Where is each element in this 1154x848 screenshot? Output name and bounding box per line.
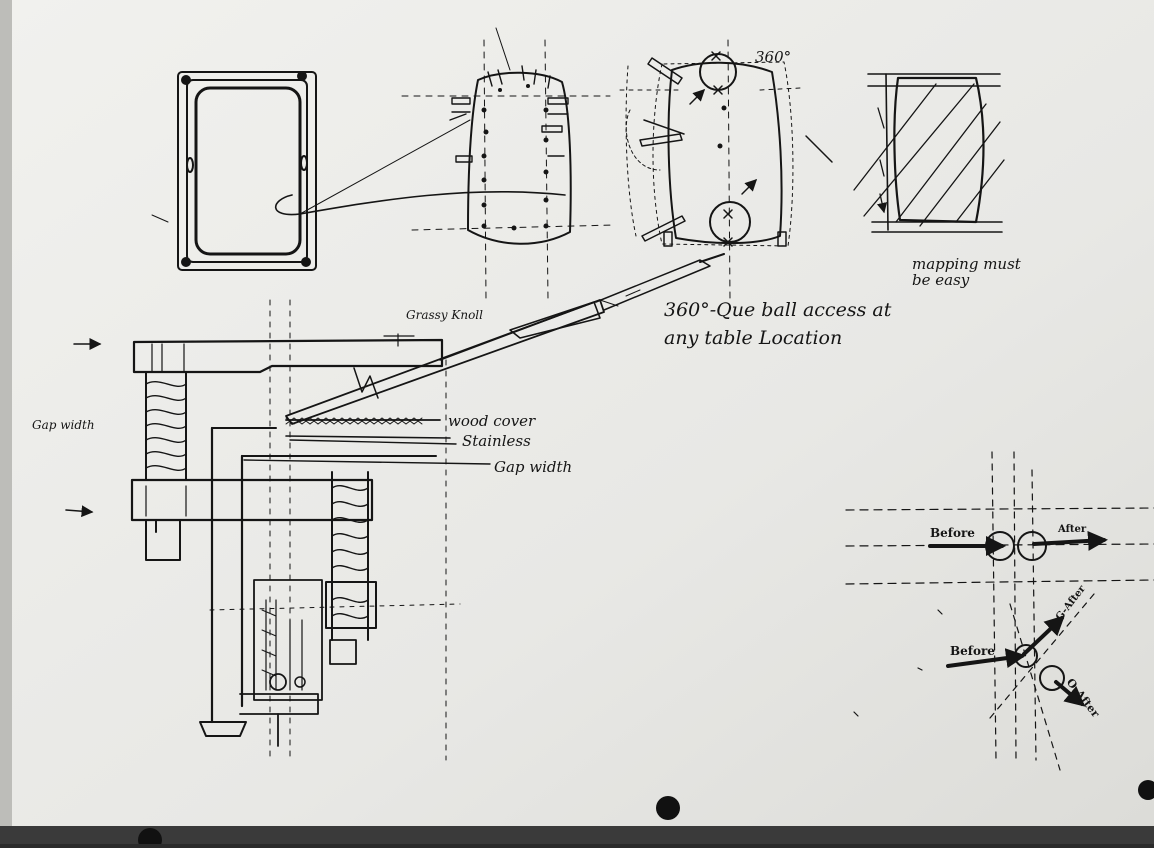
after-label: After bbox=[1058, 524, 1087, 535]
mapping-note: mapping must be easy bbox=[912, 255, 1021, 289]
stray-mark bbox=[853, 609, 943, 717]
grassy-knoll-label: Grassy Knoll bbox=[406, 308, 483, 322]
table-grid-sketch bbox=[401, 27, 616, 301]
table-frame-sketch bbox=[177, 71, 317, 271]
stand-sketch bbox=[65, 299, 491, 761]
binder-ring-icon bbox=[1138, 780, 1154, 800]
collision-diagram bbox=[845, 451, 1154, 771]
before-label: Before bbox=[930, 526, 975, 540]
paper-shadow-left bbox=[0, 0, 12, 844]
gap-width-left-label: Gap width bbox=[32, 418, 95, 432]
table-cue-access-sketch bbox=[619, 39, 801, 301]
connector-arrow bbox=[274, 190, 566, 216]
leader-line bbox=[805, 135, 833, 163]
stray-mark bbox=[151, 214, 169, 223]
leader-line bbox=[299, 119, 471, 215]
stainless-label: Stainless bbox=[462, 432, 531, 450]
degree-label: 360° bbox=[755, 48, 792, 66]
gap-width-right-label: Gap width bbox=[494, 458, 573, 476]
cue-access-note: 360°-Que ball access at any table Locati… bbox=[664, 299, 892, 349]
before-label: Before bbox=[950, 644, 995, 658]
wood-cover-label: wood cover bbox=[448, 412, 536, 430]
paper-sheet bbox=[10, 0, 1154, 830]
binder-ring-icon bbox=[656, 796, 680, 820]
binder-ring-icon bbox=[138, 828, 162, 848]
paper-shadow-bottom bbox=[0, 826, 1154, 844]
mapping-panel-sketch bbox=[853, 73, 1005, 233]
